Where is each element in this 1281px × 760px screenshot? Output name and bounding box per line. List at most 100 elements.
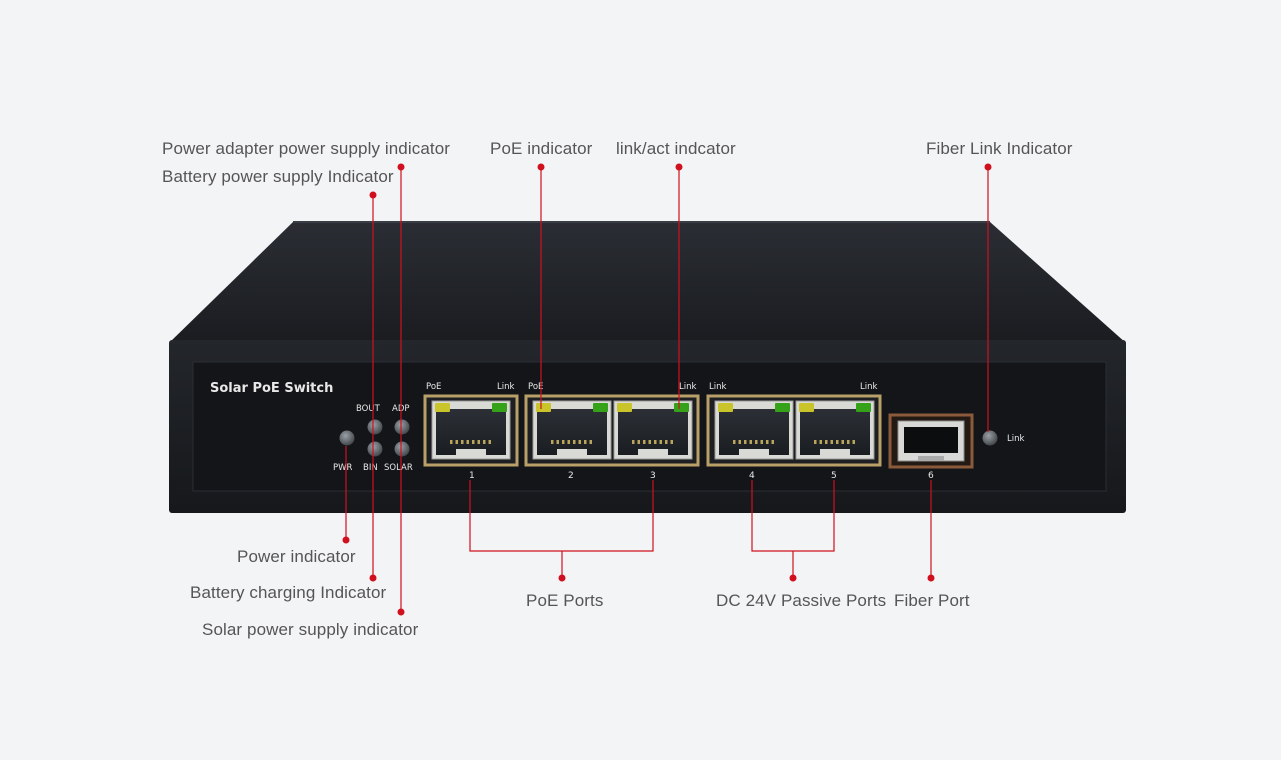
callout-dc24-ports: DC 24V Passive Ports	[716, 591, 887, 610]
callout-battery-charging-indicator: Battery charging Indicator	[190, 583, 387, 602]
rj45-led-green	[674, 403, 689, 412]
switch-chassis	[169, 221, 1126, 513]
port-number-2: 2	[568, 471, 574, 481]
led-label-pwr: PWR	[333, 463, 353, 473]
chassis-top	[169, 222, 1126, 343]
callout-power-indicator: Power indicator	[237, 547, 356, 566]
rj45-led-yellow	[718, 403, 733, 412]
rj45-led-green	[593, 403, 608, 412]
port-label-link-c: Link	[709, 382, 726, 392]
port-label-poe-a: PoE	[426, 382, 441, 392]
led-solar	[394, 441, 410, 457]
fiber-link-label: Link	[1007, 434, 1024, 444]
callout-poe-indicator: PoE indicator	[490, 139, 593, 158]
rj45-contact-pin	[551, 440, 554, 444]
port-label-poe-b: PoE	[528, 382, 543, 392]
port-number-5: 5	[831, 471, 837, 481]
rj45-jack-opening	[800, 409, 870, 455]
rj45-contact-pin	[556, 440, 559, 444]
rj45-port-1[interactable]	[431, 400, 511, 460]
rj45-contact-pin	[637, 440, 640, 444]
rj45-contact-pin	[643, 440, 646, 444]
rj45-contact-pin	[455, 440, 458, 444]
rj45-jack-opening	[436, 409, 506, 455]
rj45-latch-notch	[557, 449, 587, 457]
rj45-contact-pin	[841, 440, 844, 444]
sfp-latch	[918, 456, 944, 461]
rj45-contact-pin	[654, 440, 657, 444]
rj45-contact-pin	[466, 440, 469, 444]
port-number-1: 1	[469, 471, 475, 481]
rj45-jack-opening	[537, 409, 607, 455]
led-pwr	[339, 430, 355, 446]
led-label-solar: SOLAR	[384, 463, 413, 473]
rj45-contact-pin	[749, 440, 752, 444]
rj45-contact-pin	[632, 440, 635, 444]
rj45-contact-pin	[836, 440, 839, 444]
rj45-port-2[interactable]	[532, 400, 612, 460]
rj45-contact-pin	[461, 440, 464, 444]
dot-poe-indicator	[537, 163, 545, 171]
rj45-port-4[interactable]	[714, 400, 794, 460]
dot-battery-charging	[369, 574, 377, 582]
rj45-contact-pin	[771, 440, 774, 444]
rj45-contact-pin	[760, 440, 763, 444]
port-label-link-a: Link	[497, 382, 514, 392]
rj45-contact-pin	[589, 440, 592, 444]
rj45-contact-pin	[472, 440, 475, 444]
rj45-contact-pin	[755, 440, 758, 444]
rj45-contact-pin	[567, 440, 570, 444]
rj45-contact-pin	[659, 440, 662, 444]
callout-fiber-link-indicator: Fiber Link Indicator	[926, 139, 1073, 158]
led-fiber-link	[982, 430, 998, 446]
led-label-bout: BOUT	[356, 404, 381, 414]
rj45-contact-pin	[766, 440, 769, 444]
rj45-led-green	[492, 403, 507, 412]
rj45-led-yellow	[536, 403, 551, 412]
callout-battery-supply-indicator: Battery power supply Indicator	[162, 167, 394, 186]
rj45-port-3[interactable]	[613, 400, 693, 460]
rj45-port-5[interactable]	[795, 400, 875, 460]
port-number-6: 6	[928, 471, 934, 481]
rj45-led-yellow	[799, 403, 814, 412]
dot-battery-supply	[369, 191, 377, 199]
dot-fiber-port	[927, 574, 935, 582]
port-number-3: 3	[650, 471, 656, 481]
rj45-latch-notch	[456, 449, 486, 457]
port-label-link-b: Link	[679, 382, 696, 392]
callout-dots	[342, 163, 992, 616]
rj45-contact-pin	[665, 440, 668, 444]
rj45-contact-pin	[814, 440, 817, 444]
rj45-contact-pin	[584, 440, 587, 444]
rj45-contact-pin	[847, 440, 850, 444]
rj45-contact-pin	[852, 440, 855, 444]
fiber-port[interactable]	[888, 413, 974, 469]
callout-leaders	[345, 167, 989, 612]
rj45-contact-pin	[578, 440, 581, 444]
port-label-link-d: Link	[860, 382, 877, 392]
callout-link-act-indicator: link/act indcator	[616, 139, 736, 158]
rj45-led-yellow	[435, 403, 450, 412]
rj45-contact-pin	[830, 440, 833, 444]
rj45-contact-pin	[738, 440, 741, 444]
rj45-contact-pin	[733, 440, 736, 444]
rj45-latch-notch	[638, 449, 668, 457]
dot-dc24-ports	[789, 574, 797, 582]
rj45-contact-pin	[477, 440, 480, 444]
led-label-bin: BIN	[363, 463, 378, 473]
rj45-latch-notch	[820, 449, 850, 457]
dot-link-act	[675, 163, 683, 171]
rj45-contact-pin	[825, 440, 828, 444]
rj45-jack-opening	[719, 409, 789, 455]
device-name: Solar PoE Switch	[210, 381, 333, 396]
rj45-contact-pin	[670, 440, 673, 444]
rj45-jack-opening	[618, 409, 688, 455]
rj45-ports	[431, 400, 875, 460]
callout-power-adapter-indicator: Power adapter power supply indicator	[162, 139, 451, 158]
sfp-slot	[904, 427, 958, 453]
dot-solar-supply	[397, 608, 405, 616]
rj45-contact-pin	[562, 440, 565, 444]
dot-poe-ports	[558, 574, 566, 582]
rj45-contact-pin	[819, 440, 822, 444]
